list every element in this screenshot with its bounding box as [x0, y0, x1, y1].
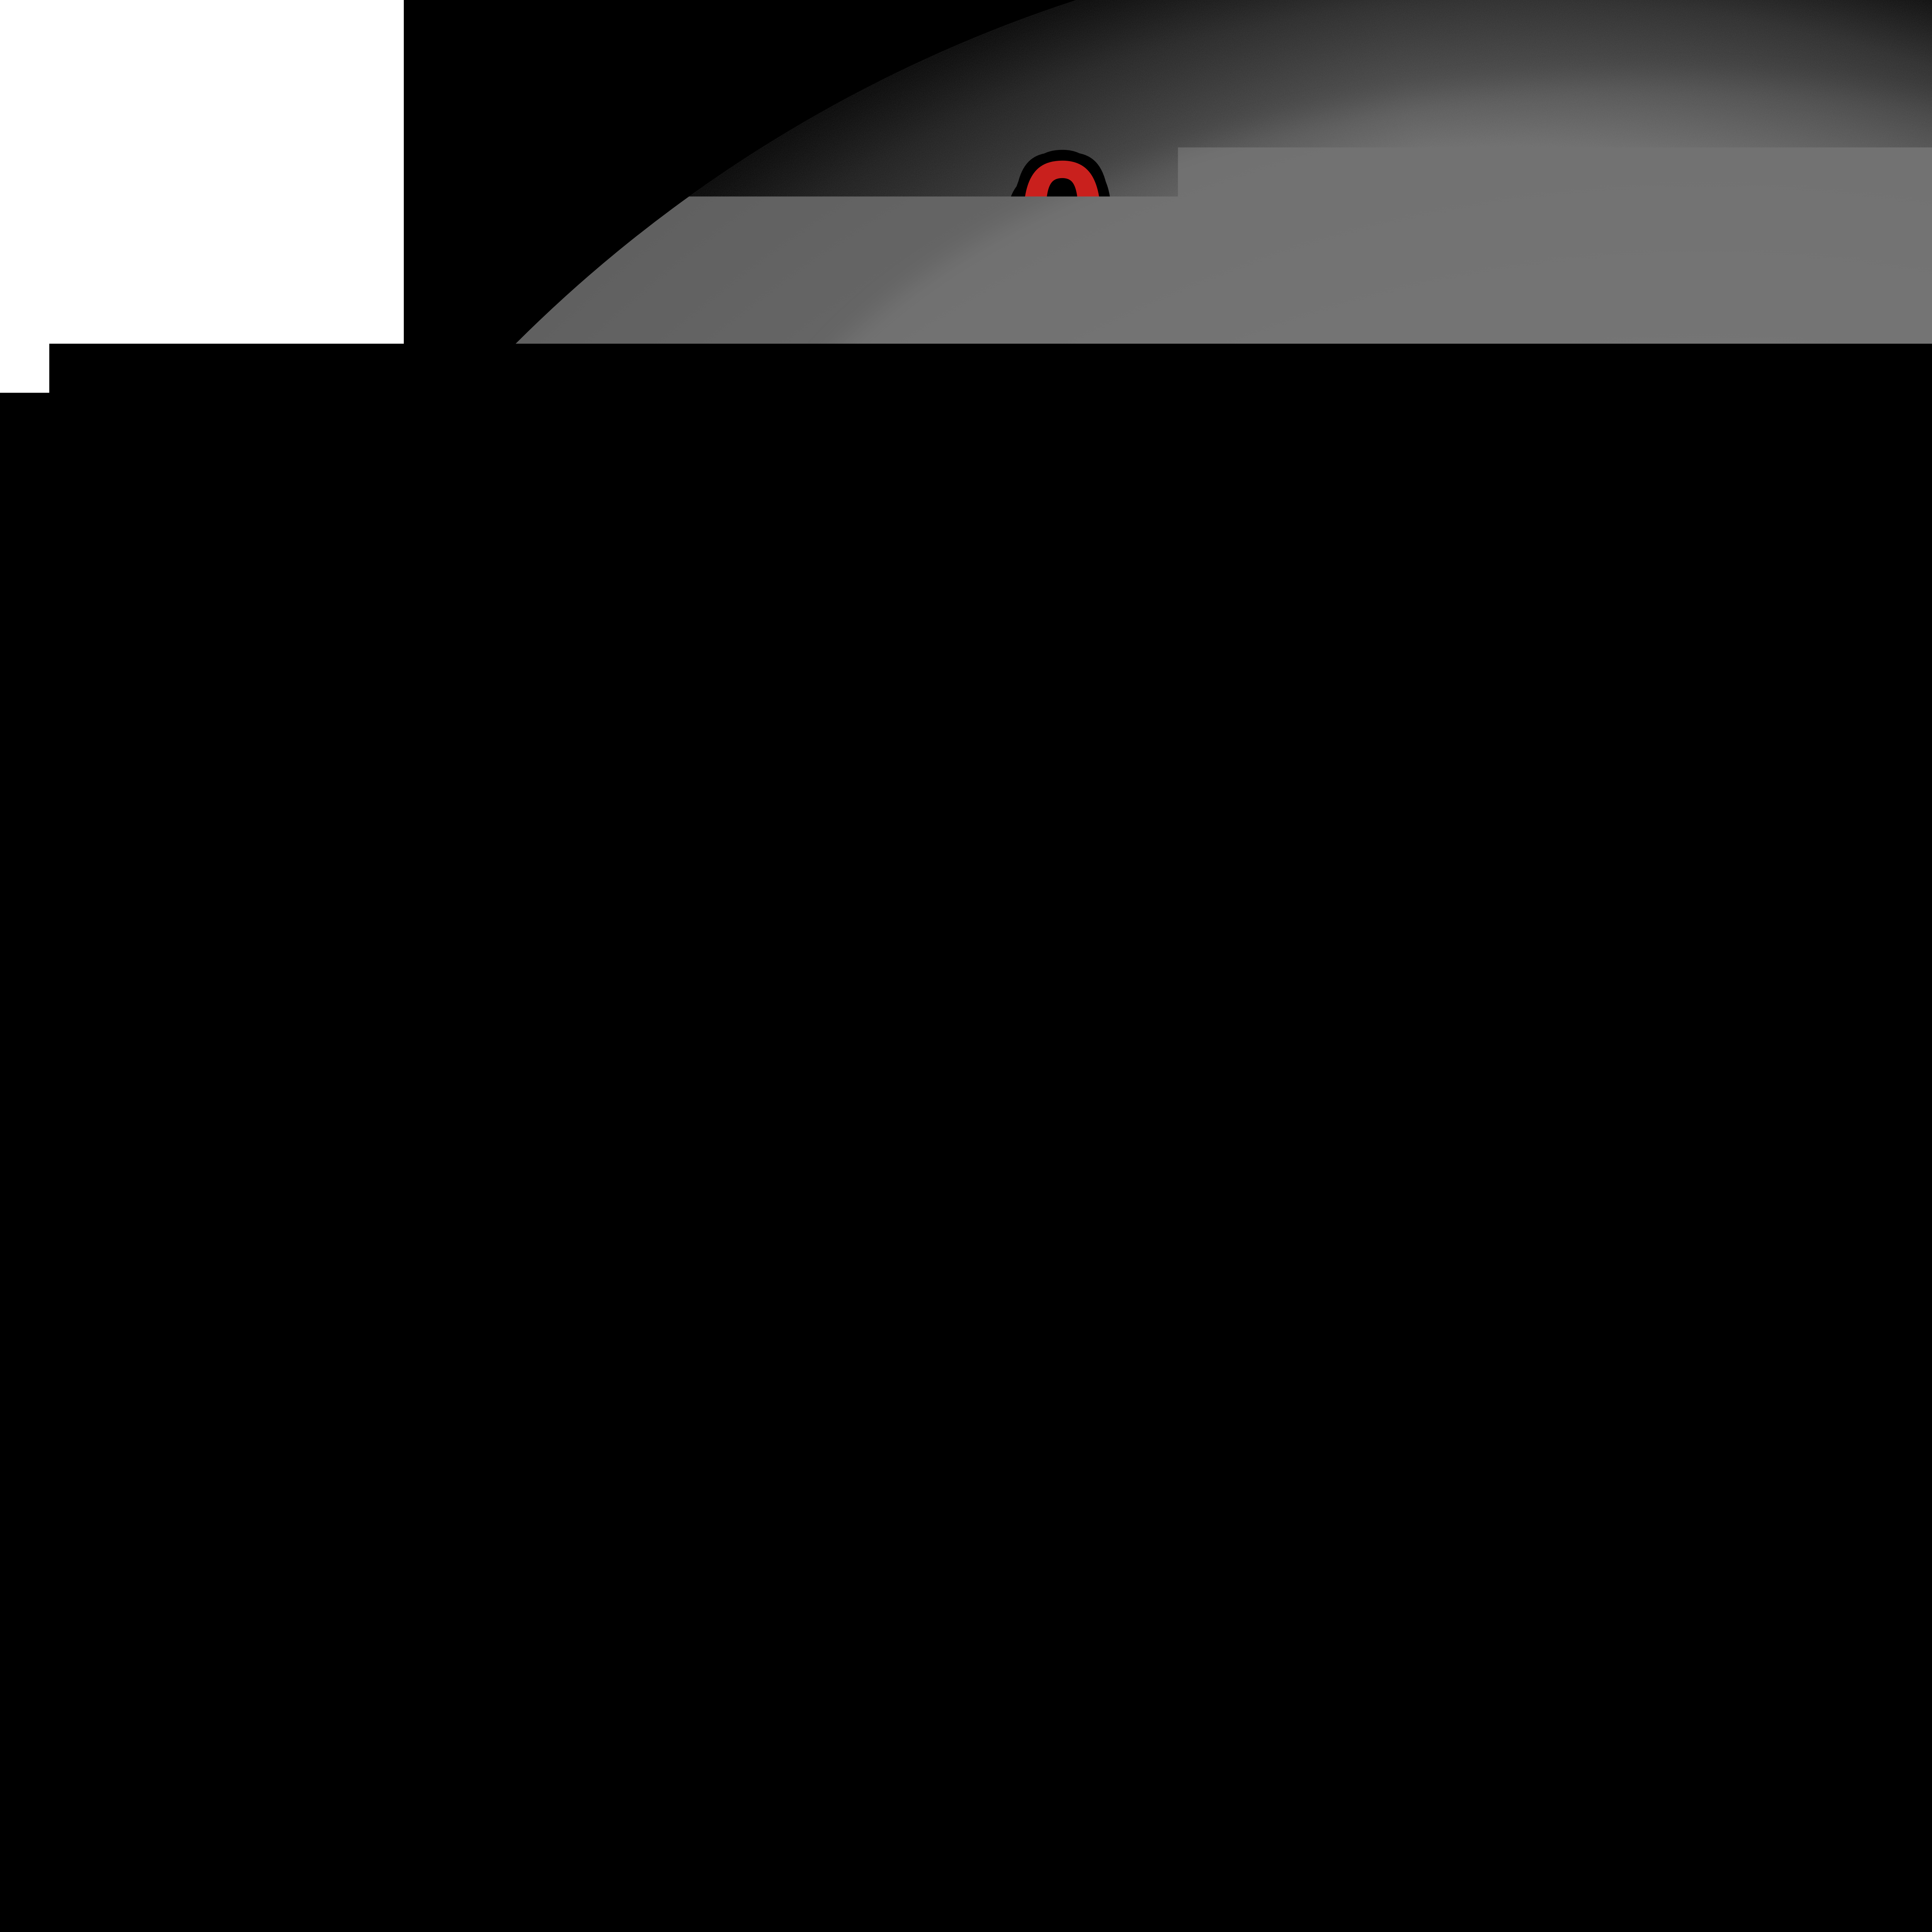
stimulus-dot [1636, 289, 1694, 358]
stimulus-dot [1636, 1477, 1694, 1546]
sensitivity-value: 0 [416, 730, 500, 893]
sensitivity-value: 0 [1624, 137, 1707, 299]
stimulus-dot [145, 1477, 203, 1546]
stimulus-dot [1636, 1774, 1694, 1844]
stimulus-dot [1476, 1328, 1534, 1398]
sensitivity-value: 29 [1279, 1623, 1445, 1785]
sensitivity-value: 29 [374, 1325, 541, 1488]
stimulus-dot [429, 882, 487, 951]
sensitivity-value: 30 [674, 1325, 840, 1488]
stimulus-dot [1333, 1774, 1391, 1844]
sensitivity-value: 0 [1927, 730, 1932, 893]
sensitivity-value: 25 [1279, 1924, 1445, 1932]
sensitivity-value: 27 [1885, 1924, 1932, 1932]
stimulus-dot [1636, 1181, 1694, 1251]
sensitivity-value: 30 [674, 1924, 840, 1932]
stimulus-dot [728, 1181, 786, 1251]
sensitivity-value: 28 [975, 1924, 1142, 1932]
sensitivity-value: 25 [1582, 1030, 1748, 1192]
sensitivity-value: 26 [1885, 1030, 1932, 1192]
sensitivity-value: 0 [416, 1030, 500, 1192]
stimulus-dot [1333, 882, 1391, 951]
sensitivity-value: 0 [716, 429, 799, 591]
stimulus-dot [1030, 289, 1088, 358]
sensitivity-value: 29 [90, 1325, 257, 1488]
sensitivity-value: 0 [1624, 429, 1707, 591]
stimulus-dot [1636, 882, 1694, 951]
stimulus-dot [429, 1181, 487, 1251]
sensitivity-value: 0 [1017, 730, 1100, 893]
sensitivity-value: 29 [1582, 1623, 1748, 1785]
sensitivity-value: 27 [1279, 1030, 1445, 1192]
sensitivity-value: 0 [716, 730, 799, 893]
stimulus-dot [1636, 580, 1694, 650]
stimulus-dot [728, 1477, 786, 1546]
sensitivity-value: 29 [374, 1623, 541, 1785]
sensitivity-value: 29 [1885, 1325, 1932, 1488]
stimulus-dot [429, 1477, 487, 1546]
sensitivity-value: 0 [1320, 429, 1404, 591]
stimulus-dot [1030, 580, 1088, 650]
sensitivity-value: 31 [1279, 1325, 1445, 1488]
sensitivity-value: 0 [1320, 137, 1404, 299]
sensitivity-value: 0 [716, 1030, 799, 1192]
stimulus-dot [728, 882, 786, 951]
sensitivity-value: 0 [1017, 137, 1100, 299]
stimulus-dot [1333, 1477, 1391, 1546]
sensitivity-value: 34 [1422, 1177, 1588, 1339]
stimulus-dot [1030, 1181, 1088, 1251]
sensitivity-value: 30 [1582, 1325, 1748, 1488]
stimulus-dot [1333, 580, 1391, 650]
sensitivity-value: 0 [1927, 429, 1932, 591]
sensitivity-value: 27 [1885, 1623, 1932, 1785]
stimulus-dot [728, 580, 786, 650]
sensitivity-value: 0 [1320, 730, 1404, 893]
sensitivity-value: 0 [1624, 730, 1707, 893]
stimulus-dot [728, 1774, 786, 1844]
stimulus-dot [1030, 1477, 1088, 1546]
sensitivity-value: 0 [1927, 137, 1932, 299]
stimulus-dot [1030, 882, 1088, 951]
sensitivity-value: 25 [1582, 1924, 1748, 1932]
sensitivity-value: 30 [975, 1623, 1142, 1785]
sensitivity-value: 0 [1017, 1030, 1100, 1192]
sensitivity-value: 0 [1017, 429, 1100, 591]
stimulus-dot [1333, 289, 1391, 358]
stimulus-dot [1030, 1774, 1088, 1844]
stimulus-dot [1333, 1181, 1391, 1251]
stimulus-dot [145, 1181, 203, 1251]
sensitivity-value: 0 [132, 1030, 216, 1192]
stimulus-dot [429, 1774, 487, 1844]
sensitivity-value: 31 [975, 1325, 1142, 1488]
sensitivity-value: 32 [674, 1623, 840, 1785]
